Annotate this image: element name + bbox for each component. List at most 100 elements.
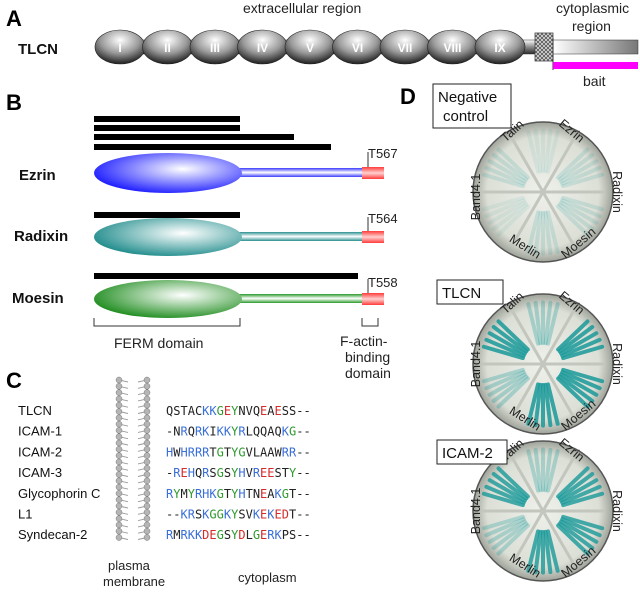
- cytoplasmic-label-line2: region: [572, 18, 611, 34]
- colony-streak: [496, 523, 530, 556]
- ig-domain-label: IV: [257, 41, 268, 55]
- colony-streak: [543, 382, 553, 428]
- plate-title: Negative: [438, 89, 497, 106]
- panel-letter-b: B: [6, 90, 22, 115]
- radixin-actin-domain: [362, 231, 384, 243]
- ezrin-bar-2: [94, 125, 240, 131]
- colony-streak: [491, 153, 529, 182]
- lipid-head: [143, 509, 151, 516]
- lipid-head: [115, 471, 123, 478]
- radixin-label: Radixin: [14, 228, 68, 245]
- panel-letter-d: D: [400, 84, 416, 109]
- colony-streak: [545, 130, 560, 174]
- moesin-site-label: T558: [368, 275, 398, 290]
- transmembrane-segment: [534, 32, 554, 62]
- ezrin-actin-domain: [362, 167, 384, 179]
- lipid-head: [143, 471, 151, 478]
- colony-streak: [559, 372, 599, 397]
- sequence-protein-name: L1: [18, 507, 32, 522]
- sequence-text: --KRSKGGKYSVKEKEDT--: [166, 508, 311, 522]
- sequence-text: QSTACKKGEYNVQEAESS--: [166, 404, 311, 418]
- lipid-head: [115, 527, 123, 535]
- colony-streak: [556, 319, 590, 352]
- plate-sector-label: Radixin: [610, 343, 624, 385]
- lipid-head: [115, 477, 123, 485]
- colony-streak: [560, 337, 602, 358]
- colony-streak: [559, 200, 599, 225]
- panel-letter-c: C: [6, 368, 22, 393]
- colony-streak: [543, 529, 553, 575]
- colony-streak: [496, 204, 530, 237]
- lipid-head: [115, 383, 123, 390]
- colony-streak: [560, 165, 602, 186]
- lipid-head: [115, 408, 123, 415]
- lipid-head: [115, 464, 123, 472]
- lipid-head: [115, 395, 123, 403]
- colony-streak: [533, 300, 543, 346]
- sector-divider: [510, 363, 545, 419]
- ezrin-label: Ezrin: [19, 167, 56, 184]
- colony-streak: [481, 172, 525, 189]
- plasma-label: plasma: [108, 558, 151, 573]
- cytoplasmic-label-line1: cytoplasmic: [556, 0, 629, 16]
- panel-a: A TLCN extracellular region cytoplasmic …: [6, 0, 639, 89]
- colony-streak: [491, 202, 529, 231]
- extracellular-region-label: extracellular region: [243, 0, 361, 16]
- plate-title-box: [436, 439, 508, 465]
- colony-streak: [545, 529, 560, 573]
- colony-streak: [526, 302, 541, 346]
- sequence-text: -NRQRKIKKYRLQQAQKG--: [166, 425, 311, 439]
- colony-streak: [533, 529, 543, 575]
- colony-streak: [484, 198, 526, 219]
- lipid-head: [143, 452, 151, 459]
- lipid-head: [143, 446, 151, 453]
- colony-streak: [481, 195, 525, 212]
- colony-streak: [557, 472, 595, 501]
- colony-streak: [556, 147, 590, 180]
- colony-streak: [484, 484, 526, 505]
- sequence-text: RMRKKDEGSYDLGERKPS--: [166, 528, 311, 542]
- lipid-head: [143, 376, 151, 384]
- colony-streak: [487, 159, 527, 184]
- sector-divider: [510, 510, 545, 566]
- colony-streak: [496, 376, 530, 409]
- colony-streak: [491, 521, 529, 550]
- sequence-protein-name: Glycophorin C: [18, 486, 100, 501]
- bait-bar: [553, 62, 638, 69]
- lipid-head: [143, 496, 151, 503]
- sequence-text: HWHRRRTGTYGVLAAWRR--: [166, 445, 311, 459]
- plate-sector-label: Band4.1: [469, 341, 483, 388]
- colony-streak: [543, 300, 553, 346]
- colony-streak: [557, 521, 595, 550]
- panel-letter-a: A: [6, 6, 22, 31]
- lipid-head: [115, 483, 123, 491]
- colony-streak: [557, 325, 595, 354]
- plate-sector-label: Band4.1: [469, 174, 483, 221]
- radixin-ferm-domain: [94, 218, 242, 256]
- colony-streak: [484, 517, 526, 538]
- lipid-head: [115, 427, 123, 434]
- colony-streak: [557, 153, 595, 182]
- panel-b: B Ezrin T567 Radixin T564 Moesin T558 FE…: [6, 90, 398, 381]
- ferm-bracket: [93, 318, 241, 327]
- lipid-head: [115, 414, 123, 422]
- ig-domain-label: I: [118, 41, 121, 55]
- factin-label-line3: domain: [345, 365, 391, 381]
- ezrin-ferm-domain: [94, 153, 242, 193]
- moesin-ferm-domain: [94, 280, 242, 318]
- colony-streak: [545, 382, 560, 426]
- ig-domain-label: VI: [352, 41, 363, 55]
- cytoplasm-label: cytoplasm: [238, 570, 297, 585]
- sequence-text: RYMYRHKGTYHTNEAKGT--: [166, 487, 311, 501]
- ig-domain-label: III: [210, 41, 220, 55]
- factin-label-line2: binding: [345, 349, 390, 365]
- sequence-protein-name: TLCN: [18, 403, 52, 418]
- lipid-head: [143, 483, 151, 491]
- ig-domain-label: IX: [494, 41, 505, 55]
- moesin-label: Moesin: [12, 290, 64, 307]
- sector-divider: [541, 191, 576, 247]
- colony-streak: [491, 374, 529, 403]
